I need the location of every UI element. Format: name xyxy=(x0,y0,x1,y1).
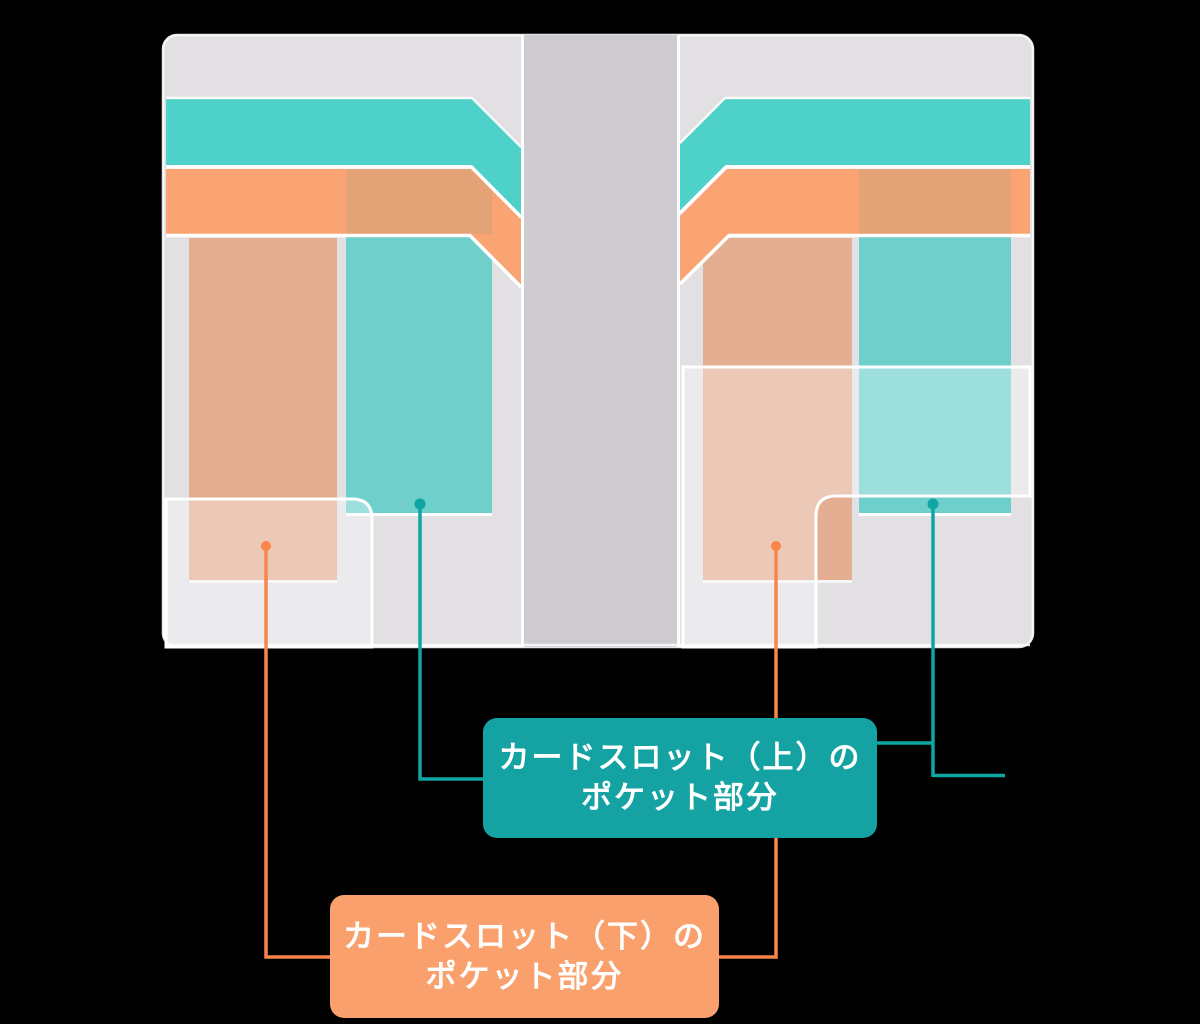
right-teal-connector-dot xyxy=(927,498,939,510)
right-orange-band-overlap xyxy=(859,169,1011,234)
left-orange-band-overlap xyxy=(346,169,492,234)
right-cover-flap xyxy=(681,365,1032,649)
label-top-slot-line1: カードスロット（上）の xyxy=(498,740,862,775)
left-lower-flap xyxy=(164,497,374,649)
left-teal-band-top-seam xyxy=(166,96,522,148)
left-teal-connector-dot xyxy=(414,498,426,510)
right-band-bottom-seam xyxy=(678,233,1030,286)
left-orange-connector-line xyxy=(264,548,333,959)
right-teal-band-top-seam xyxy=(679,96,1030,144)
right-orange-connector-dot xyxy=(771,541,781,551)
wallet-spine xyxy=(524,35,677,647)
left-teal-band xyxy=(166,99,521,215)
left-band-bottom-seam xyxy=(166,233,523,289)
left-orange-connector-dot xyxy=(261,541,271,551)
right-lower-slot-pocket xyxy=(703,238,852,580)
left-teal-connector-line xyxy=(418,506,484,781)
label-bottom-slot-line2: ポケット部分 xyxy=(425,958,624,994)
right-teal-band xyxy=(680,99,1030,211)
label-top-slot-pocket: カードスロット（上）の ポケット部分 xyxy=(483,718,877,838)
right-orange-connector-line xyxy=(719,548,778,959)
left-lower-slot-pocket xyxy=(189,238,337,580)
right-band-middle-seam xyxy=(678,165,1030,215)
left-band-middle-seam xyxy=(166,165,523,219)
right-teal-connector-line xyxy=(876,506,1005,778)
label-bottom-slot-pocket: カードスロット（下）の ポケット部分 xyxy=(330,895,719,1018)
label-top-slot-line2: ポケット部分 xyxy=(581,780,779,815)
label-bottom-slot-line1: カードスロット（下）の xyxy=(343,918,706,954)
